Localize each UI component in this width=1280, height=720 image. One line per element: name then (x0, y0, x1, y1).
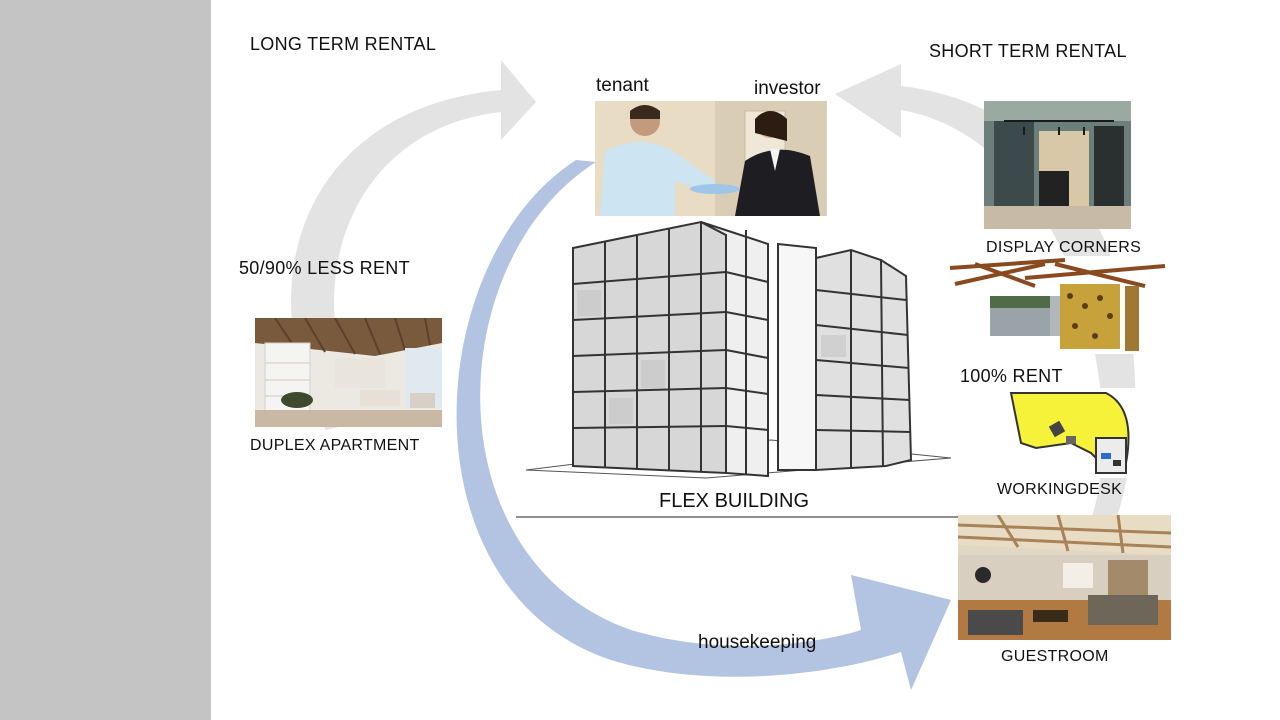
housekeeping-arrow (456, 160, 951, 690)
long-term-arrow (291, 60, 536, 430)
flex-building-label: FLEX BUILDING (659, 490, 810, 512)
left-side-bar (0, 0, 211, 720)
duplex-apartment-label: DUPLEX APARTMENT (250, 437, 420, 454)
diagram-canvas: LONG TERM RENTAL SHORT TERM RENTAL tenan… (211, 0, 1280, 720)
housekeeping-label: housekeeping (698, 632, 817, 653)
short-term-rental-label: SHORT TERM RENTAL (929, 41, 1127, 61)
long-term-rental-label: LONG TERM RENTAL (250, 34, 437, 54)
tenant-investor-photo (595, 101, 827, 216)
display-corners-photo (984, 101, 1131, 229)
guestroom-label: GUESTROOM (1001, 648, 1109, 665)
guestroom-photo (958, 515, 1171, 640)
duplex-apartment-photo (255, 318, 442, 427)
full-rent-label: 100% RENT (960, 366, 1063, 386)
less-rent-label: 50/90% LESS RENT (239, 258, 410, 278)
workingdesk-render (996, 388, 1144, 478)
display-corners-label: DISPLAY CORNERS (986, 239, 1142, 256)
workingdesk-label: WORKINGDESK (997, 481, 1123, 498)
tenant-label: tenant (596, 75, 649, 96)
display-corners-render (945, 256, 1167, 354)
flex-building-drawing (525, 220, 952, 479)
investor-label: investor (754, 78, 821, 99)
